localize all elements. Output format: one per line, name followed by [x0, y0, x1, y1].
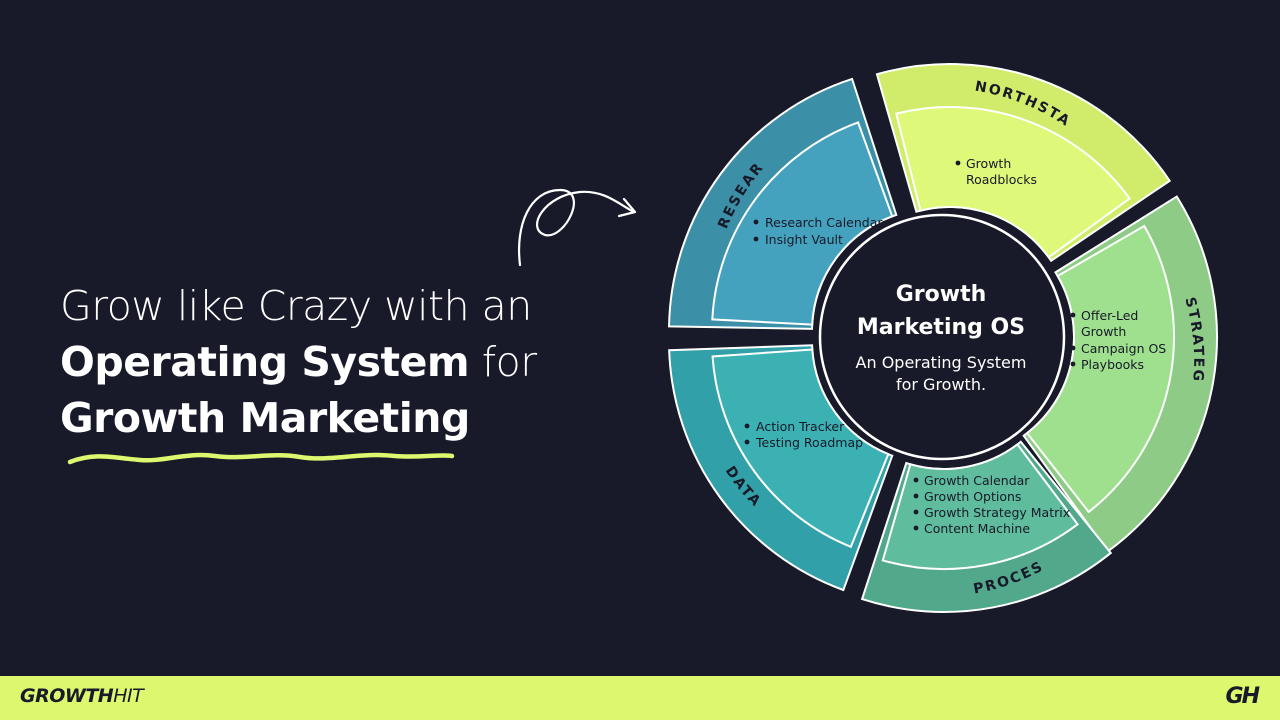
curly-arrow-icon: [518, 188, 636, 267]
bullet-icon: [1070, 345, 1076, 351]
segment-items-research: Research Calendar Insight Vault: [753, 215, 883, 247]
list-item: Growth Strategy Matrix: [924, 505, 1070, 520]
center-disk: [818, 213, 1066, 461]
list-item: Insight Vault: [765, 232, 843, 247]
headline-line2: Operating System for: [60, 334, 620, 390]
list-item: Testing Roadmap: [755, 435, 863, 450]
ring-segment-strategy: [1022, 195, 1218, 553]
center-subtitle-line2: for Growth.: [896, 375, 986, 394]
bullet-icon: [1070, 361, 1076, 367]
list-item: Campaign OS: [1081, 341, 1166, 356]
headline-bold2: Growth Marketing: [60, 394, 470, 442]
list-item: Offer-Led: [1081, 308, 1138, 323]
list-item: Growth: [1081, 324, 1126, 339]
ring-segment-process: [860, 440, 1113, 613]
footer-bar: GROWTHHIT GH: [0, 676, 1280, 720]
list-item: Growth Calendar: [924, 473, 1030, 488]
ring-segment-northstar: [875, 63, 1172, 263]
squiggle-underline: [67, 452, 455, 465]
segment-items-strategy: Offer-Led Growth Campaign OS Playbooks: [1070, 308, 1166, 372]
headline-line3: Growth Marketing: [60, 390, 620, 446]
center-title-line2: Marketing OS: [857, 315, 1025, 340]
brand-mark-icon: GH: [1225, 684, 1261, 709]
bullet-icon: [744, 423, 750, 429]
list-item: Growth: [966, 156, 1011, 171]
bullet-icon: [955, 160, 961, 166]
brand-hit: HIT: [113, 685, 144, 707]
list-item: Roadblocks: [966, 172, 1037, 187]
brand-logo: GROWTHHIT: [20, 685, 144, 707]
center-title-line1: Growth: [896, 282, 987, 307]
headline-bold1: Operating System: [60, 338, 470, 386]
list-item: Research Calendar: [765, 215, 883, 230]
brand-growth: GROWTH: [20, 685, 114, 707]
bullet-icon: [913, 477, 919, 483]
segment-items-northstar: Growth Roadblocks: [955, 156, 1037, 187]
segment-inner-research: [711, 121, 894, 326]
bullet-icon: [744, 439, 750, 445]
headline-plain1: for: [469, 338, 537, 386]
list-item: Content Machine: [924, 521, 1030, 536]
bullet-icon: [753, 219, 759, 225]
bullet-icon: [913, 509, 919, 515]
ring-segment-research: [668, 77, 898, 330]
segment-label-research: RESEARCH: [0, 0, 767, 231]
segment-inner-northstar: [895, 106, 1131, 259]
bullet-icon: [753, 236, 759, 242]
center-subtitle-line1: An Operating System: [856, 353, 1027, 372]
list-item: Playbooks: [1081, 357, 1144, 372]
growth-os-ring: [668, 63, 1218, 613]
bullet-icon: [1070, 312, 1076, 318]
segment-inner-process: [881, 443, 1080, 570]
segment-inner-data: [711, 348, 890, 549]
headline: Grow like Crazy with an Operating System…: [60, 278, 620, 446]
list-item: Action Tracker: [756, 419, 845, 434]
segment-inner-strategy: [1025, 224, 1175, 514]
segment-items-data: Action Tracker Testing Roadmap: [744, 419, 863, 450]
headline-line1: Grow like Crazy with an: [60, 282, 532, 330]
list-item: Growth Options: [924, 489, 1021, 504]
arrow-head-icon: [617, 197, 637, 218]
segment-items-process: Growth Calendar Growth Options Growth St…: [913, 473, 1070, 536]
bullet-icon: [913, 525, 919, 531]
bullet-icon: [913, 493, 919, 499]
ring-segment-data: [668, 344, 894, 592]
